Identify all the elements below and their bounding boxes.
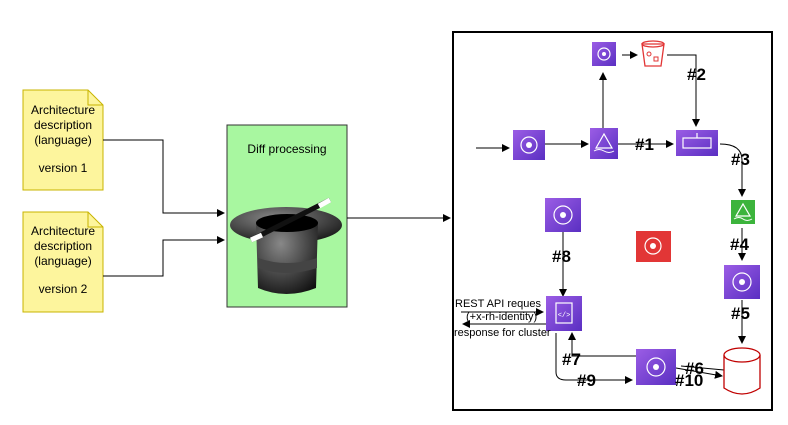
step-label-1: #1 xyxy=(635,135,654,154)
step-label-3: #3 xyxy=(731,150,750,169)
diff-processing-box: Diff processing xyxy=(226,124,348,308)
step-label-5: #5 xyxy=(731,304,750,323)
step-label-8: #8 xyxy=(552,247,571,266)
edge-gateway-to-svc9 xyxy=(555,333,633,384)
operator-icon-right xyxy=(724,265,760,299)
doc-v1-line-5: version 1 xyxy=(39,161,88,175)
step-label-4: #4 xyxy=(730,235,749,254)
edge-doc2-to-processor xyxy=(103,236,225,277)
doc-v1-line-1: Architecture xyxy=(31,103,95,117)
diff-processing-title: Diff processing xyxy=(247,142,326,156)
stream-icon xyxy=(590,128,618,159)
step-label-7: #7 xyxy=(562,350,581,369)
doc-v1-line-3: (language) xyxy=(34,133,91,147)
operator-icon-red xyxy=(636,231,671,262)
bucket-icon xyxy=(641,40,665,67)
cluster-edges xyxy=(461,51,746,384)
step-label-9: #9 xyxy=(577,371,596,390)
operator-icon-top xyxy=(592,42,616,66)
doc-v2-line-2: description xyxy=(34,239,92,253)
step-label-2: #2 xyxy=(687,65,706,84)
api-header-label: (+x-rh-identity) xyxy=(466,311,537,323)
svg-text:</>: </> xyxy=(558,312,571,320)
architecture-description-v1: Architecture description (language) vers… xyxy=(22,89,104,191)
edge-pipeline-to-green xyxy=(719,143,746,197)
step-label-6: #6 xyxy=(685,359,704,378)
edge-doc1-to-processor xyxy=(103,139,225,217)
pipeline-icon xyxy=(676,130,718,156)
doc-v2-line-3: (language) xyxy=(34,254,91,268)
operator-icon-left xyxy=(545,198,581,232)
step-label-10: #10 xyxy=(675,371,703,390)
api-request-label: REST API reques xyxy=(455,298,542,310)
doc-v2-line-5: version 2 xyxy=(39,282,88,296)
doc-v1-line-2: description xyxy=(34,118,92,132)
operator-icon-entry xyxy=(513,130,545,160)
api-response-label: response for cluster xyxy=(454,327,551,339)
magic-hat-icon xyxy=(230,197,342,294)
edge-db-to-svc xyxy=(680,365,725,371)
cluster-frame xyxy=(452,31,773,411)
architecture-description-v2: Architecture description (language) vers… xyxy=(22,211,104,313)
doc-v2-line-1: Architecture xyxy=(31,224,95,238)
stream-icon-green xyxy=(731,200,755,224)
edge-svc-to-db xyxy=(675,367,723,379)
edge-bucket-to-pipeline xyxy=(667,54,700,127)
database-icon xyxy=(723,347,761,395)
operator-icon-bottom xyxy=(636,349,676,385)
edge-svc7-to-gateway xyxy=(568,332,636,357)
api-gateway-icon: </> xyxy=(546,296,582,331)
